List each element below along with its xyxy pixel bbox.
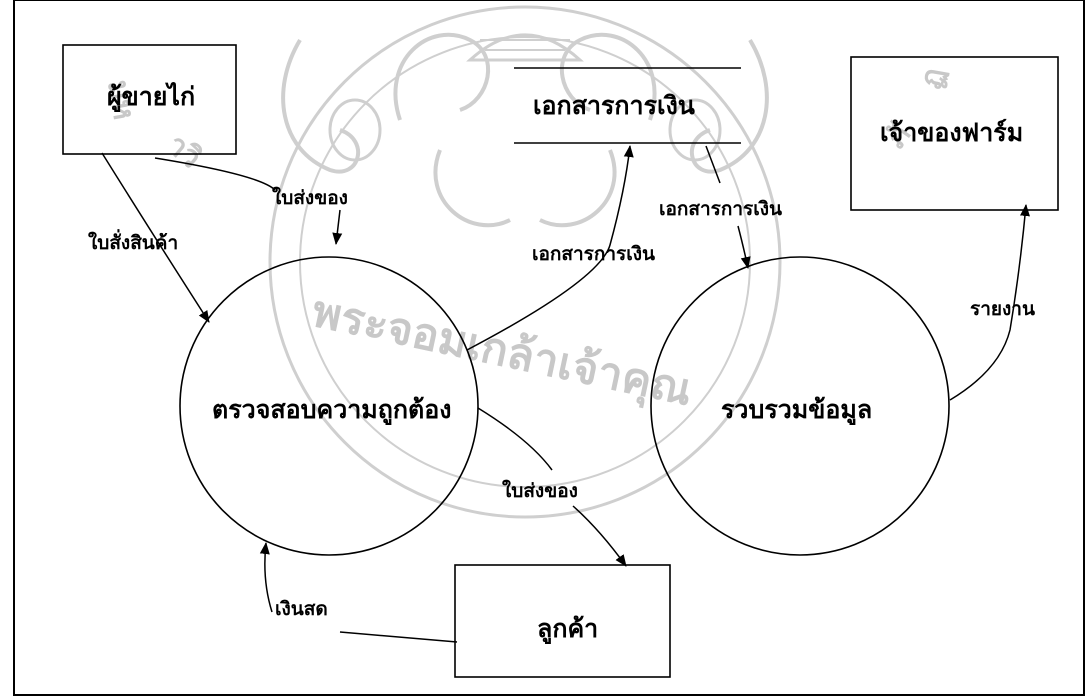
watermark-emblem <box>268 5 782 519</box>
entity-chicken-seller: ผู้ขายไก่ <box>107 82 196 111</box>
flow-from-store-line <box>705 145 748 268</box>
flow-financial-doc-from-store-label: เอกสารการเงิน <box>659 198 783 220</box>
process-collect-circle <box>650 256 950 556</box>
flow-delivery-note-out-label: ใบส่งของ <box>502 480 578 502</box>
watermark-arc-left: มห <box>100 77 141 122</box>
flow-report-label: รายงาน <box>970 298 1035 320</box>
watermark-arc-left-2: าวิ <box>160 127 208 175</box>
flow-delivery-note-in-line <box>154 157 340 244</box>
flow-cash-line <box>265 543 458 643</box>
process-collect-label: รวบรวมข้อมูล <box>721 395 873 424</box>
process-verify-label: ตรวจสอบความถูกต้อง <box>212 395 452 424</box>
flow-delivery-note-in-label: ใบส่งของ <box>272 187 348 209</box>
flow-delivery-note-out-line <box>477 407 626 566</box>
data-store-label: เอกสารการเงิน <box>533 91 695 120</box>
entity-chicken-seller-box <box>62 44 237 155</box>
entity-customer: ลูกค้า <box>537 614 599 643</box>
flow-cash-label: เงินสด <box>275 598 328 620</box>
process-verify-circle <box>179 256 479 556</box>
flow-report-line <box>949 204 1030 401</box>
entity-farm-owner-box <box>850 56 1059 211</box>
entity-customer-box <box>454 564 671 678</box>
flow-to-store-line <box>466 145 634 351</box>
watermark-arc-right-2: ฏ <box>913 65 951 91</box>
flow-purchase-order-label: ใบสั่งสินค้า <box>88 232 179 254</box>
flow-purchase-order-line <box>101 152 210 323</box>
diagram-frame <box>13 0 1085 696</box>
entity-farm-owner: เจ้าของฟาร์ม <box>880 118 1024 147</box>
flow-financial-doc-to-store-label: เอกสารการเงิน <box>532 243 656 265</box>
